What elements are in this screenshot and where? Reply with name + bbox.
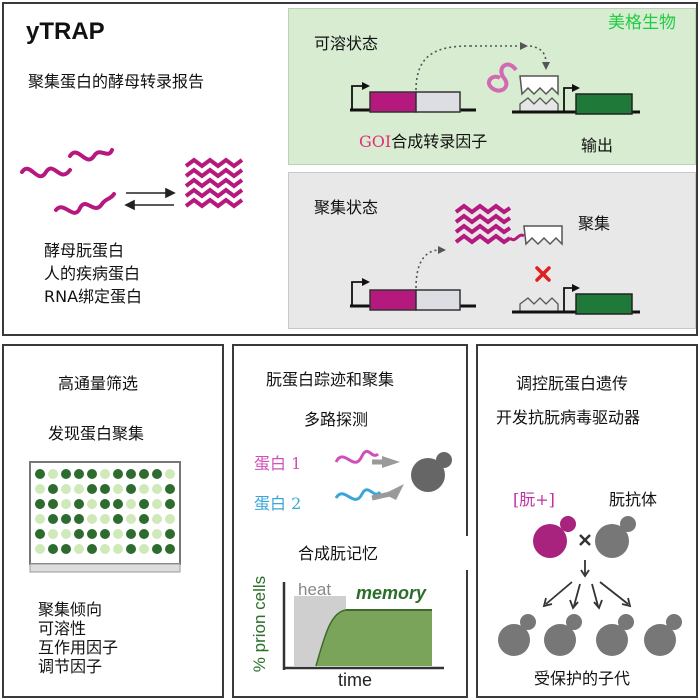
ytrap-logo: yTRAP (26, 18, 105, 45)
screening-subtitle: 发现蛋白聚集 (48, 424, 145, 443)
offspring-label: 受保护的子代 (534, 669, 631, 688)
bottom-right-panel (476, 344, 698, 698)
output-label: 输出 (581, 136, 614, 155)
prion-label: [朊+] (513, 490, 555, 509)
antibody-label: 朊抗体 (609, 490, 658, 509)
goi-label: GOI合成转录因子 (359, 128, 487, 152)
y-axis-label: % prion cells (250, 575, 270, 673)
screening-title: 高通量筛选 (58, 374, 139, 393)
goi-prefix: GOI (359, 132, 392, 151)
soluble-state-title: 可溶状态 (314, 34, 379, 53)
memory-label: memory (356, 583, 427, 603)
list-item: 可溶性 (38, 619, 87, 638)
x-axis-label: time (338, 670, 373, 690)
aggregate-label: 聚集 (578, 214, 611, 233)
ytrap-subtitle: 聚集蛋白的酵母转录报告 (28, 72, 205, 91)
tracking-subtitle: 多路探测 (304, 410, 369, 429)
inheritance-subtitle: 开发抗朊病毒驱动器 (496, 408, 641, 427)
memory-title-box (240, 536, 468, 570)
protein-1-label: 蛋白 1 (254, 454, 302, 473)
list-item: 酵母朊蛋白 (44, 241, 125, 260)
protein-2-label: 蛋白 2 (254, 494, 302, 513)
heat-label: heat (298, 580, 332, 599)
aggregated-state-title: 聚集状态 (314, 198, 379, 217)
list-item: RNA绑定蛋白 (44, 287, 143, 306)
inheritance-title: 调控朊蛋白遗传 (516, 374, 629, 393)
list-item: 互作用因子 (38, 638, 119, 657)
list-item: 调节因子 (38, 657, 103, 676)
watermark: 美格生物 (608, 13, 676, 33)
tracking-title: 朊蛋白踪迹和聚集 (266, 370, 395, 389)
list-item: 聚集倾向 (38, 600, 103, 619)
goi-rest: 合成转录因子 (391, 132, 488, 151)
list-item: 人的疾病蛋白 (44, 264, 141, 283)
memory-title: 合成朊记忆 (298, 544, 379, 563)
